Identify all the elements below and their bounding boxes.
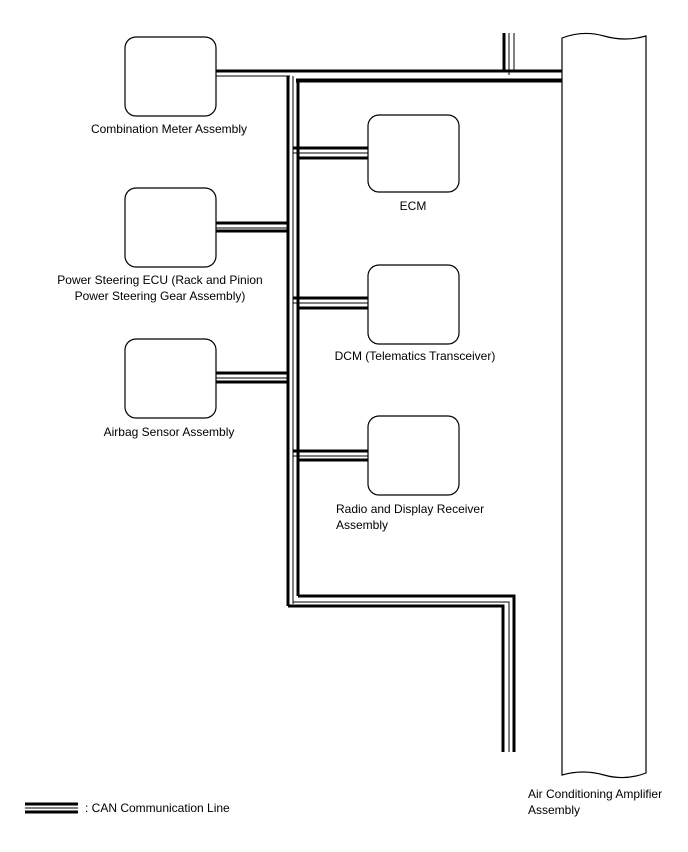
power-steering-ecu-box xyxy=(124,187,217,268)
ac-amplifier-box xyxy=(561,32,647,779)
combination-meter-box xyxy=(124,36,217,117)
airbag-sensor-box xyxy=(124,338,217,419)
ac-amplifier-label: Air Conditioning Amplifier Assembly xyxy=(528,787,663,817)
radio-display-receiver-box xyxy=(367,415,460,496)
combination-meter-label: Combination Meter Assembly xyxy=(90,122,248,136)
radio-display-receiver-label: Radio and Display Receiver Assembly xyxy=(336,502,485,532)
airbag-sensor-label: Airbag Sensor Assembly xyxy=(103,425,235,439)
ecm-box xyxy=(367,114,460,193)
dcm-box xyxy=(367,264,460,345)
legend-can-line-label: : CAN Communication Line xyxy=(85,801,230,815)
legend-can-line-symbol xyxy=(25,802,78,814)
power-steering-ecu-label: Power Steering ECU (Rack and Pinion Powe… xyxy=(57,273,263,303)
dcm-label: DCM (Telematics Transceiver) xyxy=(334,349,496,363)
ecm-label: ECM xyxy=(399,199,427,213)
can-bus-lines xyxy=(216,33,562,752)
